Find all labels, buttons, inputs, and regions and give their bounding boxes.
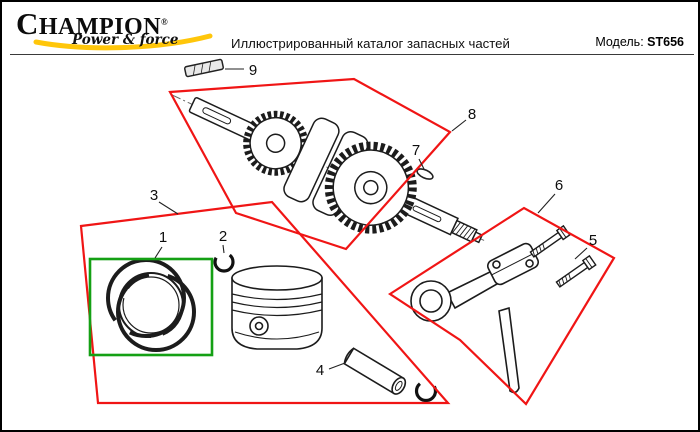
brand-name: CHAMPION® (16, 6, 168, 42)
oil-ring (118, 272, 184, 338)
header-divider (10, 54, 694, 55)
page-title: Иллюстрированный каталог запасных частей (231, 36, 510, 51)
logo-swoosh-icon (33, 33, 213, 51)
callouts: 1 2 3 4 5 6 7 8 9 (150, 62, 597, 379)
rod-bolt-1 (529, 224, 571, 258)
oil-dipper (498, 306, 520, 394)
pto-keyway (202, 107, 232, 125)
piston-ring-set (106, 258, 196, 352)
callout-5-leader (574, 247, 588, 260)
output-keyway (412, 205, 442, 223)
crank-web-left (283, 117, 340, 203)
callout-1-leader (154, 246, 163, 259)
registered-mark: ® (161, 17, 169, 27)
ring-groove-1 (231, 293, 323, 301)
rod-cap (486, 242, 540, 286)
callout-6: 6 (555, 177, 563, 194)
piston (231, 265, 323, 350)
group-outline-crankshaft (168, 77, 452, 251)
champion-logo: CHAMPION® Power & force (14, 5, 229, 55)
callout-8-leader (451, 119, 467, 132)
callout-4-leader (328, 362, 346, 370)
callout-7: 7 (412, 142, 420, 159)
piston-crown (231, 265, 323, 291)
group-outline-piston (79, 200, 451, 405)
compression-ring-2 (116, 272, 196, 352)
shaft-key (183, 58, 225, 78)
callout-4: 4 (316, 362, 324, 379)
model-label: Модель: (595, 35, 644, 49)
callout-9: 9 (249, 62, 257, 79)
model-info: Модель: ST656 (595, 35, 684, 49)
bolt-hole-1 (492, 260, 501, 269)
bolt-hole-2 (525, 259, 534, 268)
piston-pin (343, 347, 407, 395)
callout-1: 1 (159, 229, 167, 246)
ring-groove-3 (231, 309, 323, 317)
ring-groove-2 (231, 301, 323, 309)
callout-3-leader (158, 201, 179, 215)
callout-2-leader (222, 244, 225, 254)
connecting-rod (410, 242, 540, 394)
circlip-upper (213, 251, 235, 273)
group-outline-rod (387, 206, 616, 406)
yellow-swoosh (33, 33, 213, 51)
oil-ring-expander (122, 276, 180, 334)
crankshaft (172, 94, 485, 244)
model-value: ST656 (647, 35, 684, 49)
callout-6-leader (537, 193, 556, 214)
callout-8: 8 (468, 106, 476, 123)
callout-7-leader (418, 158, 425, 170)
circlip-lower (414, 379, 438, 403)
callout-3: 3 (150, 187, 158, 204)
brand-tagline: Power & force (72, 32, 179, 48)
threaded-end (450, 219, 484, 244)
rod-bolt-2 (555, 254, 597, 288)
highlight-box-rings (88, 257, 214, 357)
callout-2: 2 (219, 228, 227, 245)
callout-5: 5 (589, 232, 597, 249)
